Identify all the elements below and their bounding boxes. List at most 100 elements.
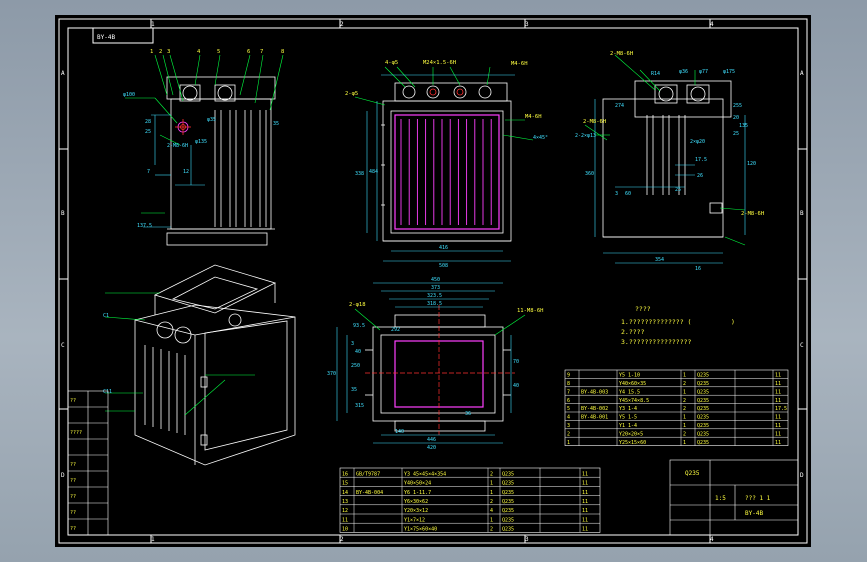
strip-text: ?? (70, 462, 76, 468)
drawing-sheet: 1 2 3 4 1 2 3 4 A B C D A B C D BY-4B (55, 15, 811, 547)
table-cell: 2 (683, 398, 686, 404)
table-cell: 1 (683, 440, 686, 446)
table-cell: Y3 1-4 (619, 406, 637, 412)
table-cell: 11 (582, 527, 588, 533)
view2-label: 4-φ5 (385, 60, 398, 66)
table-cell: 14 (342, 490, 348, 496)
view3-dim: φ36 (679, 69, 688, 75)
plan-dim: 420 (427, 445, 436, 451)
table-cell: 16 (342, 471, 348, 477)
table-cell: Q235 (697, 389, 709, 395)
table-cell: 2 (490, 527, 493, 533)
table-cell: Q235 (502, 471, 514, 477)
view-front-mid: 4-φ5 M24×1.5-6H M4-6H M4-6H 2-φ5 4×45° 3… (345, 60, 548, 269)
table-cell: 2 (683, 431, 686, 437)
table-cell: 11 (775, 431, 781, 437)
view3-dim: R14 (651, 71, 660, 77)
zone-row-label: A (800, 70, 804, 77)
zone-row-label: D (61, 472, 65, 479)
view3-dim: 255 (733, 103, 742, 109)
note-item: 1.?????????????? ( (621, 318, 691, 326)
table-cell: 2 (567, 431, 570, 437)
table-cell: Y1×7×12 (404, 517, 425, 523)
zone-row-label: A (61, 70, 65, 77)
view1-dim: 28 (145, 119, 151, 125)
zone-row-label: C (800, 342, 804, 349)
table-cell: Y4 15.5 (619, 389, 640, 395)
table-cell: BY-4B-001 (581, 415, 608, 421)
table-cell: Q235 (697, 373, 709, 379)
table-cell: 1 (490, 490, 493, 496)
table-cell: Y6×30×62 (404, 499, 428, 505)
table-cell: 11 (342, 517, 348, 523)
table-cell: 11 (775, 415, 781, 421)
view1-dim: φ35 (207, 117, 216, 123)
table-cell: 9 (567, 373, 570, 379)
plan-dim: 315 (355, 403, 364, 409)
view3-dim: 354 (655, 257, 664, 263)
view2-dim: 4×45° (533, 135, 548, 141)
table-cell: Y1×75×60×40 (404, 527, 437, 533)
view3-dim: 3 (615, 191, 618, 197)
view3-dim: 274 (615, 103, 624, 109)
table-cell: Y40×60×35 (619, 381, 646, 387)
table-cell: 2 (490, 471, 493, 477)
strip-text: ?? (70, 494, 76, 500)
table-cell: 2 (490, 499, 493, 505)
table-cell: 6 (567, 398, 570, 404)
note-item: 2.???? (621, 328, 645, 336)
table-cell: 2 (683, 381, 686, 387)
strip-text: ?? (70, 526, 76, 532)
view3-label: 2-M8-6H (741, 211, 764, 217)
table-cell: 15 (342, 481, 348, 487)
view1-label: 5 (217, 49, 220, 55)
view2-label: M4-6H (511, 61, 528, 67)
view1-dim: φ135 (195, 139, 207, 145)
table-cell: 1 (683, 373, 686, 379)
plan-label: 11-M8-6H (517, 308, 544, 314)
view1-dim: 7 (147, 169, 150, 175)
notes-title: ???? (635, 305, 651, 313)
plan-dim: 318.5 (427, 301, 442, 307)
table-cell: Q235 (502, 481, 514, 487)
zone-col-label: 1 (151, 536, 155, 543)
table-cell: 2 (683, 406, 686, 412)
table-cell: 4 (490, 508, 493, 514)
table-cell: Y45×74×8.5 (619, 398, 649, 404)
table-cell: 1 (490, 481, 493, 487)
table-cell: 11 (582, 481, 588, 487)
table-cell: Q235 (502, 527, 514, 533)
plan-dim: 373 (431, 285, 440, 291)
title-name: ??? 1 1 (745, 495, 771, 502)
view3-dim: 135 (739, 123, 748, 129)
table-cell: 1 (567, 440, 570, 446)
left-strip: ?? ???? ?? ?? ?? ?? ?? (67, 390, 109, 536)
view3-dim: 25 (675, 187, 681, 193)
view2-label: M4-6H (525, 114, 542, 120)
view3-label: 2-M8-6H (583, 119, 606, 125)
view1-label: 6 (247, 49, 250, 55)
table-cell: 3 (567, 423, 570, 429)
view3-dim: 16 (695, 266, 701, 272)
view-plan: 2-φ18 11-M8-6H 450 373 323.5 318.5 292 2… (327, 277, 544, 451)
table-cell: 11 (775, 440, 781, 446)
view1-dim: 25 (145, 129, 151, 135)
plan-dim: 323.5 (427, 293, 442, 299)
table-cell: 7 (567, 389, 570, 395)
strip-text: ?? (70, 510, 76, 516)
table-cell: GB/T9787 (356, 471, 380, 477)
table-cell: Q235 (697, 398, 709, 404)
table-cell: Y3 45×45×4×354 (404, 471, 446, 477)
zone-row-label: B (61, 210, 65, 217)
table-cell: 11 (582, 471, 588, 477)
plan-dim: 140 (395, 429, 404, 435)
view1-label: 1 (150, 49, 153, 55)
table-cell: Y20×20×5 (619, 431, 643, 437)
table-cell: 11 (582, 517, 588, 523)
view-front-left: 1 2 3 4 5 6 7 8 φ100 28 25 2-M8-6H φ135 … (123, 49, 284, 246)
table-cell: 11 (582, 499, 588, 505)
view3-dim: 120 (747, 161, 756, 167)
table-cell: 11 (775, 389, 781, 395)
